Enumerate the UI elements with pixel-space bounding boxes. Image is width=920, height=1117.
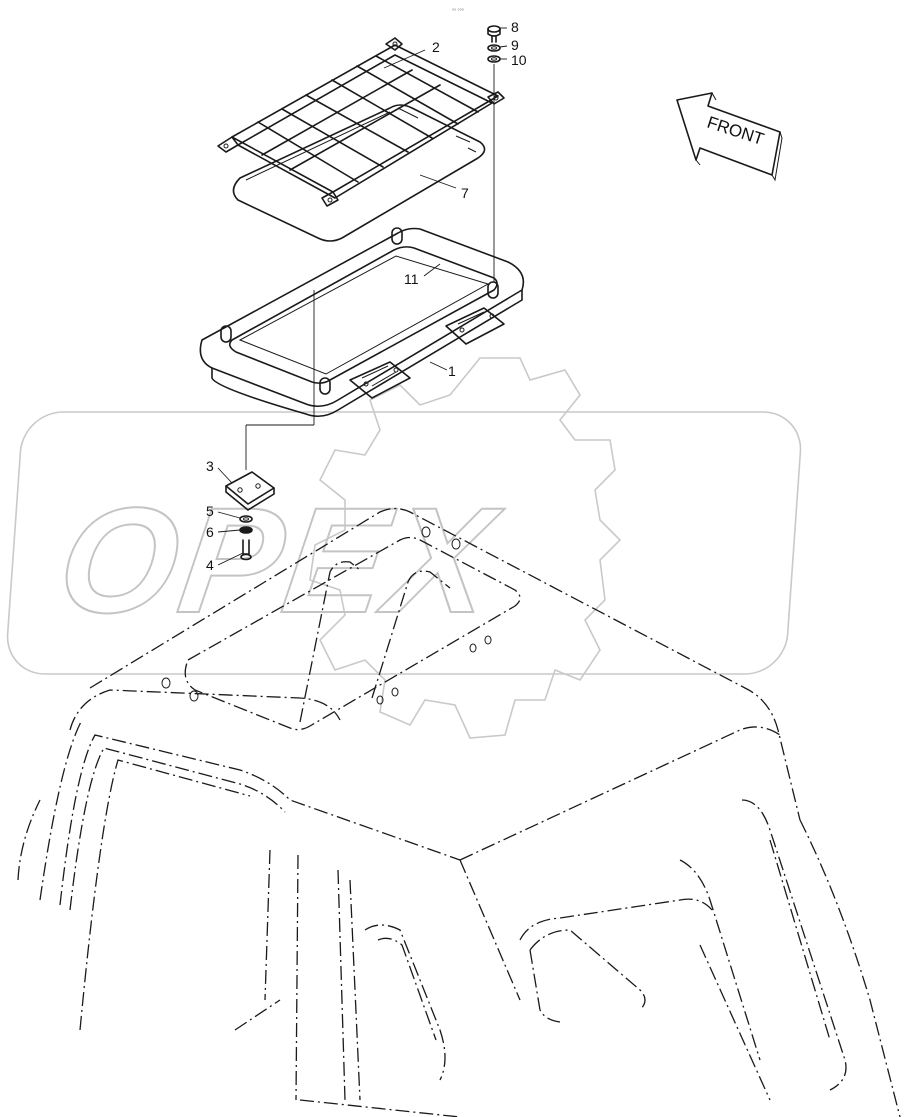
frame-post — [220, 227, 499, 395]
callout-1: 1 — [448, 363, 456, 379]
roof-guard-grid — [217, 37, 505, 207]
bolt-8 — [487, 25, 501, 43]
watermark: OPEX — [6, 357, 802, 739]
roof-mount-holes — [161, 526, 492, 705]
lock-washer-9 — [487, 44, 501, 52]
front-label: FRONT — [705, 113, 767, 149]
leader-lines — [217, 27, 508, 566]
callout-labels: 2 7 8 9 10 11 1 3 5 6 4 — [206, 19, 527, 573]
cab-roof-outline — [17, 507, 901, 1117]
bracket-3 — [225, 471, 275, 511]
bolt-4 — [240, 539, 252, 561]
callout-4: 4 — [206, 557, 214, 573]
lock-washer-6 — [239, 526, 253, 534]
washer-10 — [487, 55, 501, 63]
front-direction-arrow: FRONT — [676, 92, 783, 182]
callout-5: 5 — [206, 503, 214, 519]
watermark-gear — [309, 357, 622, 739]
watermark-frame — [6, 411, 802, 675]
hinge-rear — [349, 361, 411, 399]
washer-5 — [239, 515, 253, 523]
callout-11: 11 — [404, 271, 419, 287]
callout-10: 10 — [511, 52, 527, 68]
callout-6: 6 — [206, 524, 214, 540]
corner-mark: ₀₀ ₀₀₀ — [452, 6, 464, 12]
glass-panel — [232, 104, 486, 242]
callout-8: 8 — [511, 19, 519, 35]
bracket-assembly — [225, 290, 315, 561]
callout-9: 9 — [511, 37, 519, 53]
sunroof-frame — [199, 227, 525, 418]
callout-7: 7 — [461, 185, 469, 201]
fastener-stack-top — [487, 25, 501, 282]
callout-2: 2 — [432, 39, 440, 55]
watermark-text: OPEX — [50, 477, 511, 644]
hinge-front — [445, 307, 505, 345]
callout-3: 3 — [206, 458, 214, 474]
